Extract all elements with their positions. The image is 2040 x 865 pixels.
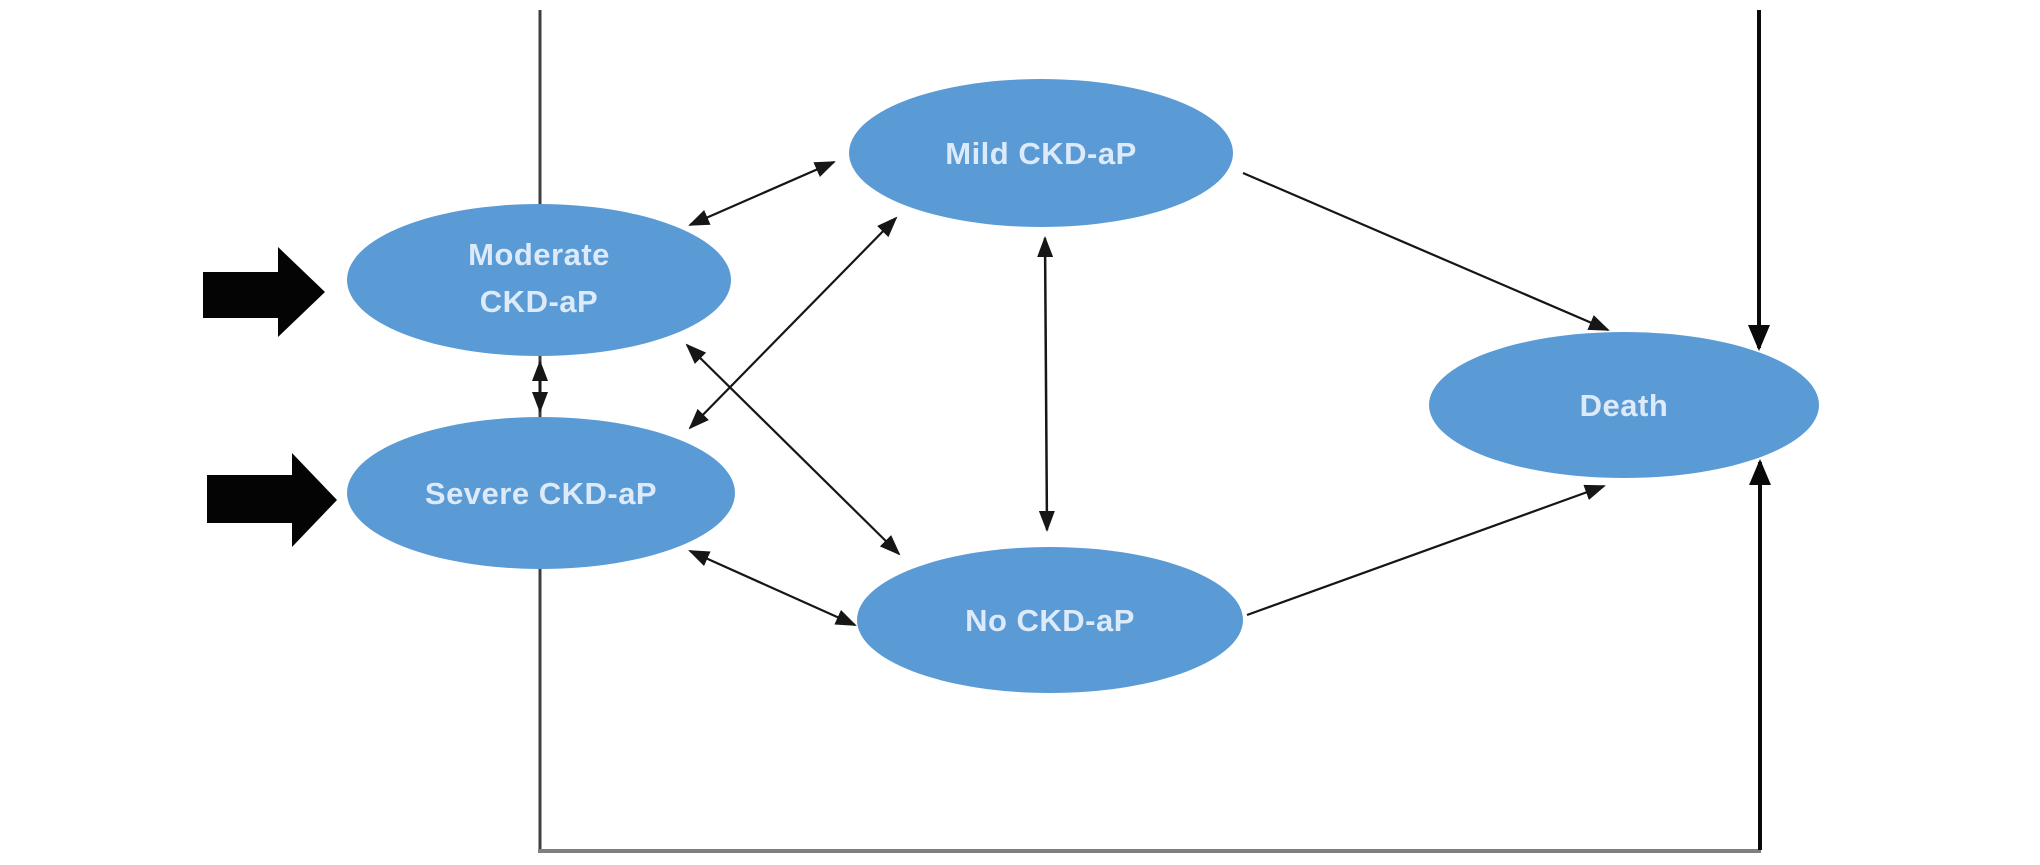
edge-mild-no-ckd bbox=[1037, 236, 1055, 532]
node-moderate-ellipse bbox=[347, 204, 731, 356]
node-severe-label: Severe CKD-aP bbox=[425, 476, 657, 511]
node-no-ckd-ap: No CKD-aP bbox=[857, 547, 1243, 693]
edge-mild-death bbox=[1242, 171, 1610, 332]
edge-no-ckd-death bbox=[1246, 484, 1606, 617]
node-mild-ellipse bbox=[849, 79, 1233, 227]
node-mild-ckd-ap: Mild CKD-aP bbox=[849, 79, 1233, 227]
edge-severe-mild bbox=[688, 216, 898, 430]
entry-arrow-severe bbox=[207, 453, 337, 547]
node-death: Death bbox=[1429, 332, 1819, 478]
node-moderate-label-line2: CKD-aP bbox=[480, 284, 598, 319]
edge-severe-no-ckd bbox=[688, 549, 857, 627]
node-moderate-label-line1: Moderate bbox=[468, 237, 610, 272]
node-no-ckd-ellipse bbox=[857, 547, 1243, 693]
node-severe-ellipse bbox=[347, 417, 735, 569]
node-mild-label: Mild CKD-aP bbox=[945, 136, 1137, 171]
node-death-ellipse bbox=[1429, 332, 1819, 478]
node-moderate-ckd-ap: Moderate CKD-aP bbox=[347, 204, 731, 356]
node-severe-ckd-ap: Severe CKD-aP bbox=[347, 417, 735, 569]
node-death-label: Death bbox=[1580, 388, 1669, 423]
edge-moderate-mild bbox=[688, 160, 836, 227]
entry-arrow-moderate bbox=[203, 247, 325, 337]
node-no-ckd-label: No CKD-aP bbox=[965, 603, 1135, 638]
